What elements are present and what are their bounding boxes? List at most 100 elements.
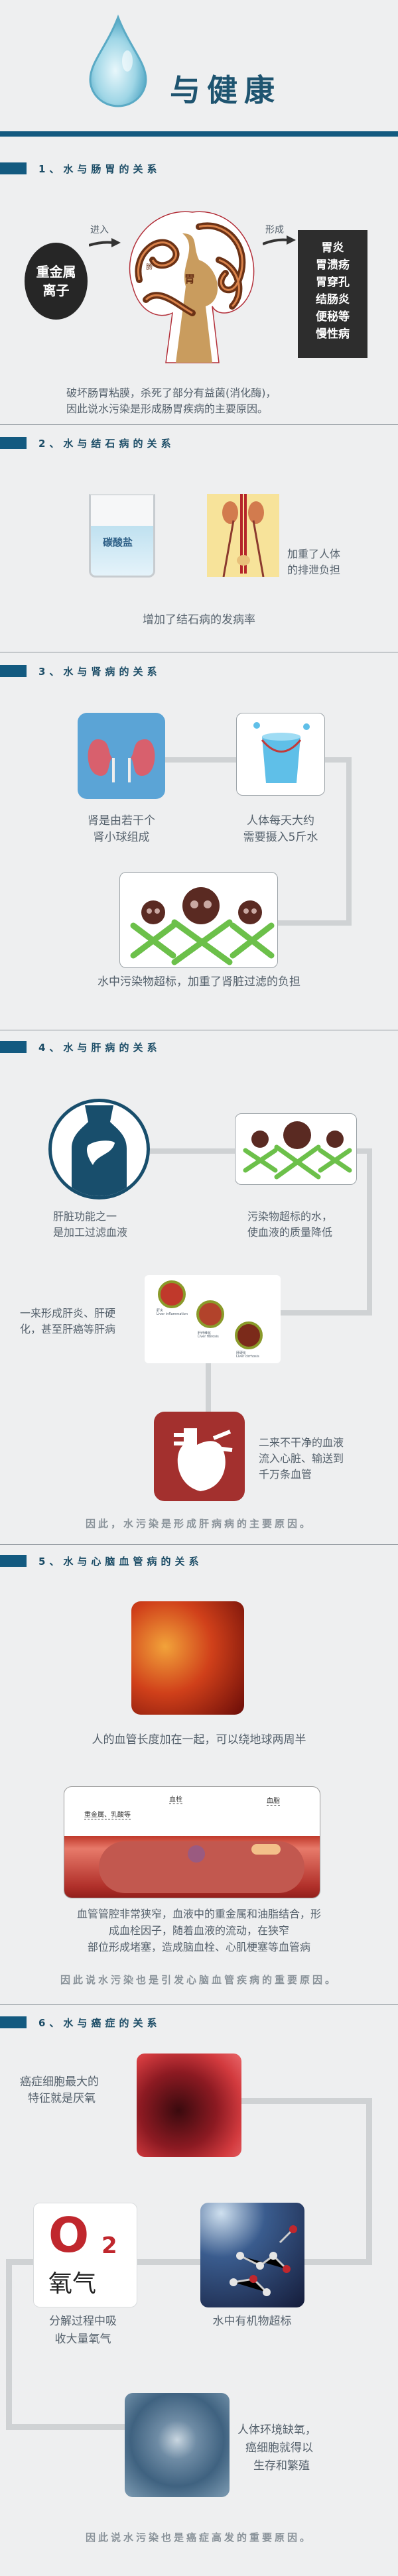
blood-to-heart-text: 二来不干净的血液 [259,1436,344,1449]
oxygen-consumption-text: 分解过程中吸 [49,2315,117,2328]
liver-function-text: 肝脏功能之一 [53,1210,117,1223]
excretion-burden-text: 加重了人体 [287,548,341,560]
section-3-caption: 水中污染物超标，加重了肾脏过滤的负担 [98,975,300,989]
kidney-text: 肾是由若干个 [88,814,155,828]
vessel-explanation-line: 部位形成堵塞，造成脑血栓、心肌梗塞等血管病 [87,1941,310,1953]
stage-label: 肝硬化 [236,1351,247,1355]
glass-of-water-image: 碳酸盐 [89,494,155,578]
disease-item: 慢性病 [316,328,350,341]
oxygen-consumption-text: 收大量氧气 [54,2333,111,2346]
section-4-caption: 因此，水污染是形成肝病病的主要原因。 [85,1518,312,1530]
section-marker [0,2016,27,2028]
connector-line [367,1148,372,1316]
section-5-heading: 5、水与心脑血管病的关系 [38,1556,203,1567]
section-3-heading: 3、水与肾病的关系 [38,666,161,678]
stage-label: Liver cirrhosis [236,1355,259,1359]
stomach-label: 胃 [184,273,196,285]
kidney-text: 肾小球组成 [93,831,150,844]
stage-label: 肝炎 [157,1309,164,1313]
divider [0,424,398,425]
liver-progression-diagram: 肝炎 Liver inflammation 肝纤维化 Liver fibrosi… [145,1275,281,1363]
digestive-tree-illustration: 胃 肠 [119,207,261,365]
section-1-caption-line: 破坏肠胃粘膜，杀死了部分有益菌(消化酶)， [66,387,277,399]
blood-to-heart-text: 流入心脏、输送到 [259,1452,344,1465]
vessel-explanation-line: 血管管腔非常狭窄，血液中的重金属和油脂结合，形 [76,1908,321,1920]
stage-circle [158,1280,186,1308]
organic-excess-text: 水中有机物超标 [212,2315,292,2328]
disease-item: 胃炎 [321,241,344,255]
section-2-heading: 2、水与结石病的关系 [38,438,175,450]
connector-line [6,2424,125,2430]
connector-line [241,2098,372,2104]
o2-symbol: O [48,2207,90,2263]
section-marker [0,665,27,677]
connector-line [281,1310,372,1316]
vessel-length-text: 人的血管长度加在一起，可以绕地球两周半 [92,1733,306,1747]
water-intake-text: 人体每天大约 [247,814,314,828]
section-6-heading: 6、水与癌症的关系 [38,2017,161,2029]
form-label: 形成 [265,225,284,235]
liver-body-icon [48,1099,150,1199]
enter-label: 进入 [90,225,109,235]
polluted-water-text: 使血液的质量降低 [247,1226,333,1239]
stage-circle [235,1321,263,1349]
diseases-box: 胃炎 胃溃疡 胃穿孔 结肠炎 便秘等 慢性病 [298,230,367,358]
oxygen-deficiency-text: 生存和繁殖 [253,2459,310,2473]
oxygen-deficiency-text: 癌细胞就得以 [245,2441,313,2455]
stage-label: 肝纤维化 [198,1331,212,1335]
connector-line [6,2259,12,2430]
blood-vessel-diagram: 重金属、乳酸等 血栓 血脂 [64,1786,320,1898]
heavy-metal-label: 重金属离子 [36,264,76,298]
oxygen-deficiency-text: 人体环境缺氧， [237,2423,316,2437]
stage-circle [196,1300,224,1328]
polluted-water-text: 污染物超标的水， [247,1210,333,1223]
clot-mark [188,1845,205,1863]
section-6-caption: 因此说水污染也是癌症高发的重要原因。 [85,2532,312,2544]
section-marker [0,162,27,174]
divider [0,1544,398,1545]
section-marker [0,1555,27,1567]
section-marker [0,437,27,449]
section-5-caption: 因此说水污染也是引发心脑血管疾病的重要原因。 [60,1974,338,1986]
clot-label: 血栓 [169,1794,182,1804]
disease-item: 胃穿孔 [316,276,350,289]
connector-line [366,2098,372,2265]
liver-disease-text: 一来形成肝炎、肝硬 [20,1307,116,1319]
intestine-label: 肠 [146,264,153,271]
excretion-burden-text: 的排泄负担 [287,564,341,576]
section-1-heading: 1、水与肠胃的关系 [38,163,161,175]
liver-disease-text: 化，甚至肝癌等肝病 [20,1323,116,1335]
arrow-right-icon [88,236,121,249]
lipid-mark [251,1844,281,1855]
header-rule [0,131,398,137]
heavy-metal-circle: 重金属离子 [25,243,88,320]
stage-label: Liver inflammation [157,1312,188,1316]
divider [0,2004,398,2005]
poison-skulls-image [235,1113,357,1185]
cancer-cell-image [137,2054,241,2157]
poison-skulls-image [119,872,278,968]
carbonate-label: 碳酸盐 [103,536,133,548]
cancer-cells-micro-image [125,2393,230,2497]
lipid-label: 血脂 [267,1795,280,1806]
heavy-metal-label: 重金属、乳酸等 [84,1809,131,1819]
page-title: 与健康 [170,72,281,108]
vessel-explanation-line: 成血栓因子，随着血液的流动，在狭窄 [108,1924,289,1937]
o2-subscript: 2 [101,2233,117,2259]
water-intake-text: 需要摄入5斤水 [243,831,318,844]
oxygen-icon: O 2 氧气 [33,2203,137,2307]
oxygen-cn-label: 氧气 [48,2270,97,2298]
cancer-cell-text: 癌症细胞最大的 [20,2075,99,2089]
disease-item: 胃溃疡 [316,259,350,272]
blood-vessels-image [131,1601,244,1715]
disease-item: 结肠炎 [316,293,350,306]
heart-icon [154,1412,245,1501]
section-1-caption-line: 因此说水污染是形成肠胃疾病的主要原因。 [66,402,269,415]
water-bucket-image [236,713,325,796]
connector-line [6,2259,372,2265]
organic-molecules-image [200,2203,304,2307]
stage-label: Liver fibrosis [198,1335,219,1339]
blood-to-heart-text: 千万条血管 [259,1468,312,1481]
liver-function-text: 是加工过滤血液 [53,1226,128,1239]
section-marker [0,1041,27,1053]
